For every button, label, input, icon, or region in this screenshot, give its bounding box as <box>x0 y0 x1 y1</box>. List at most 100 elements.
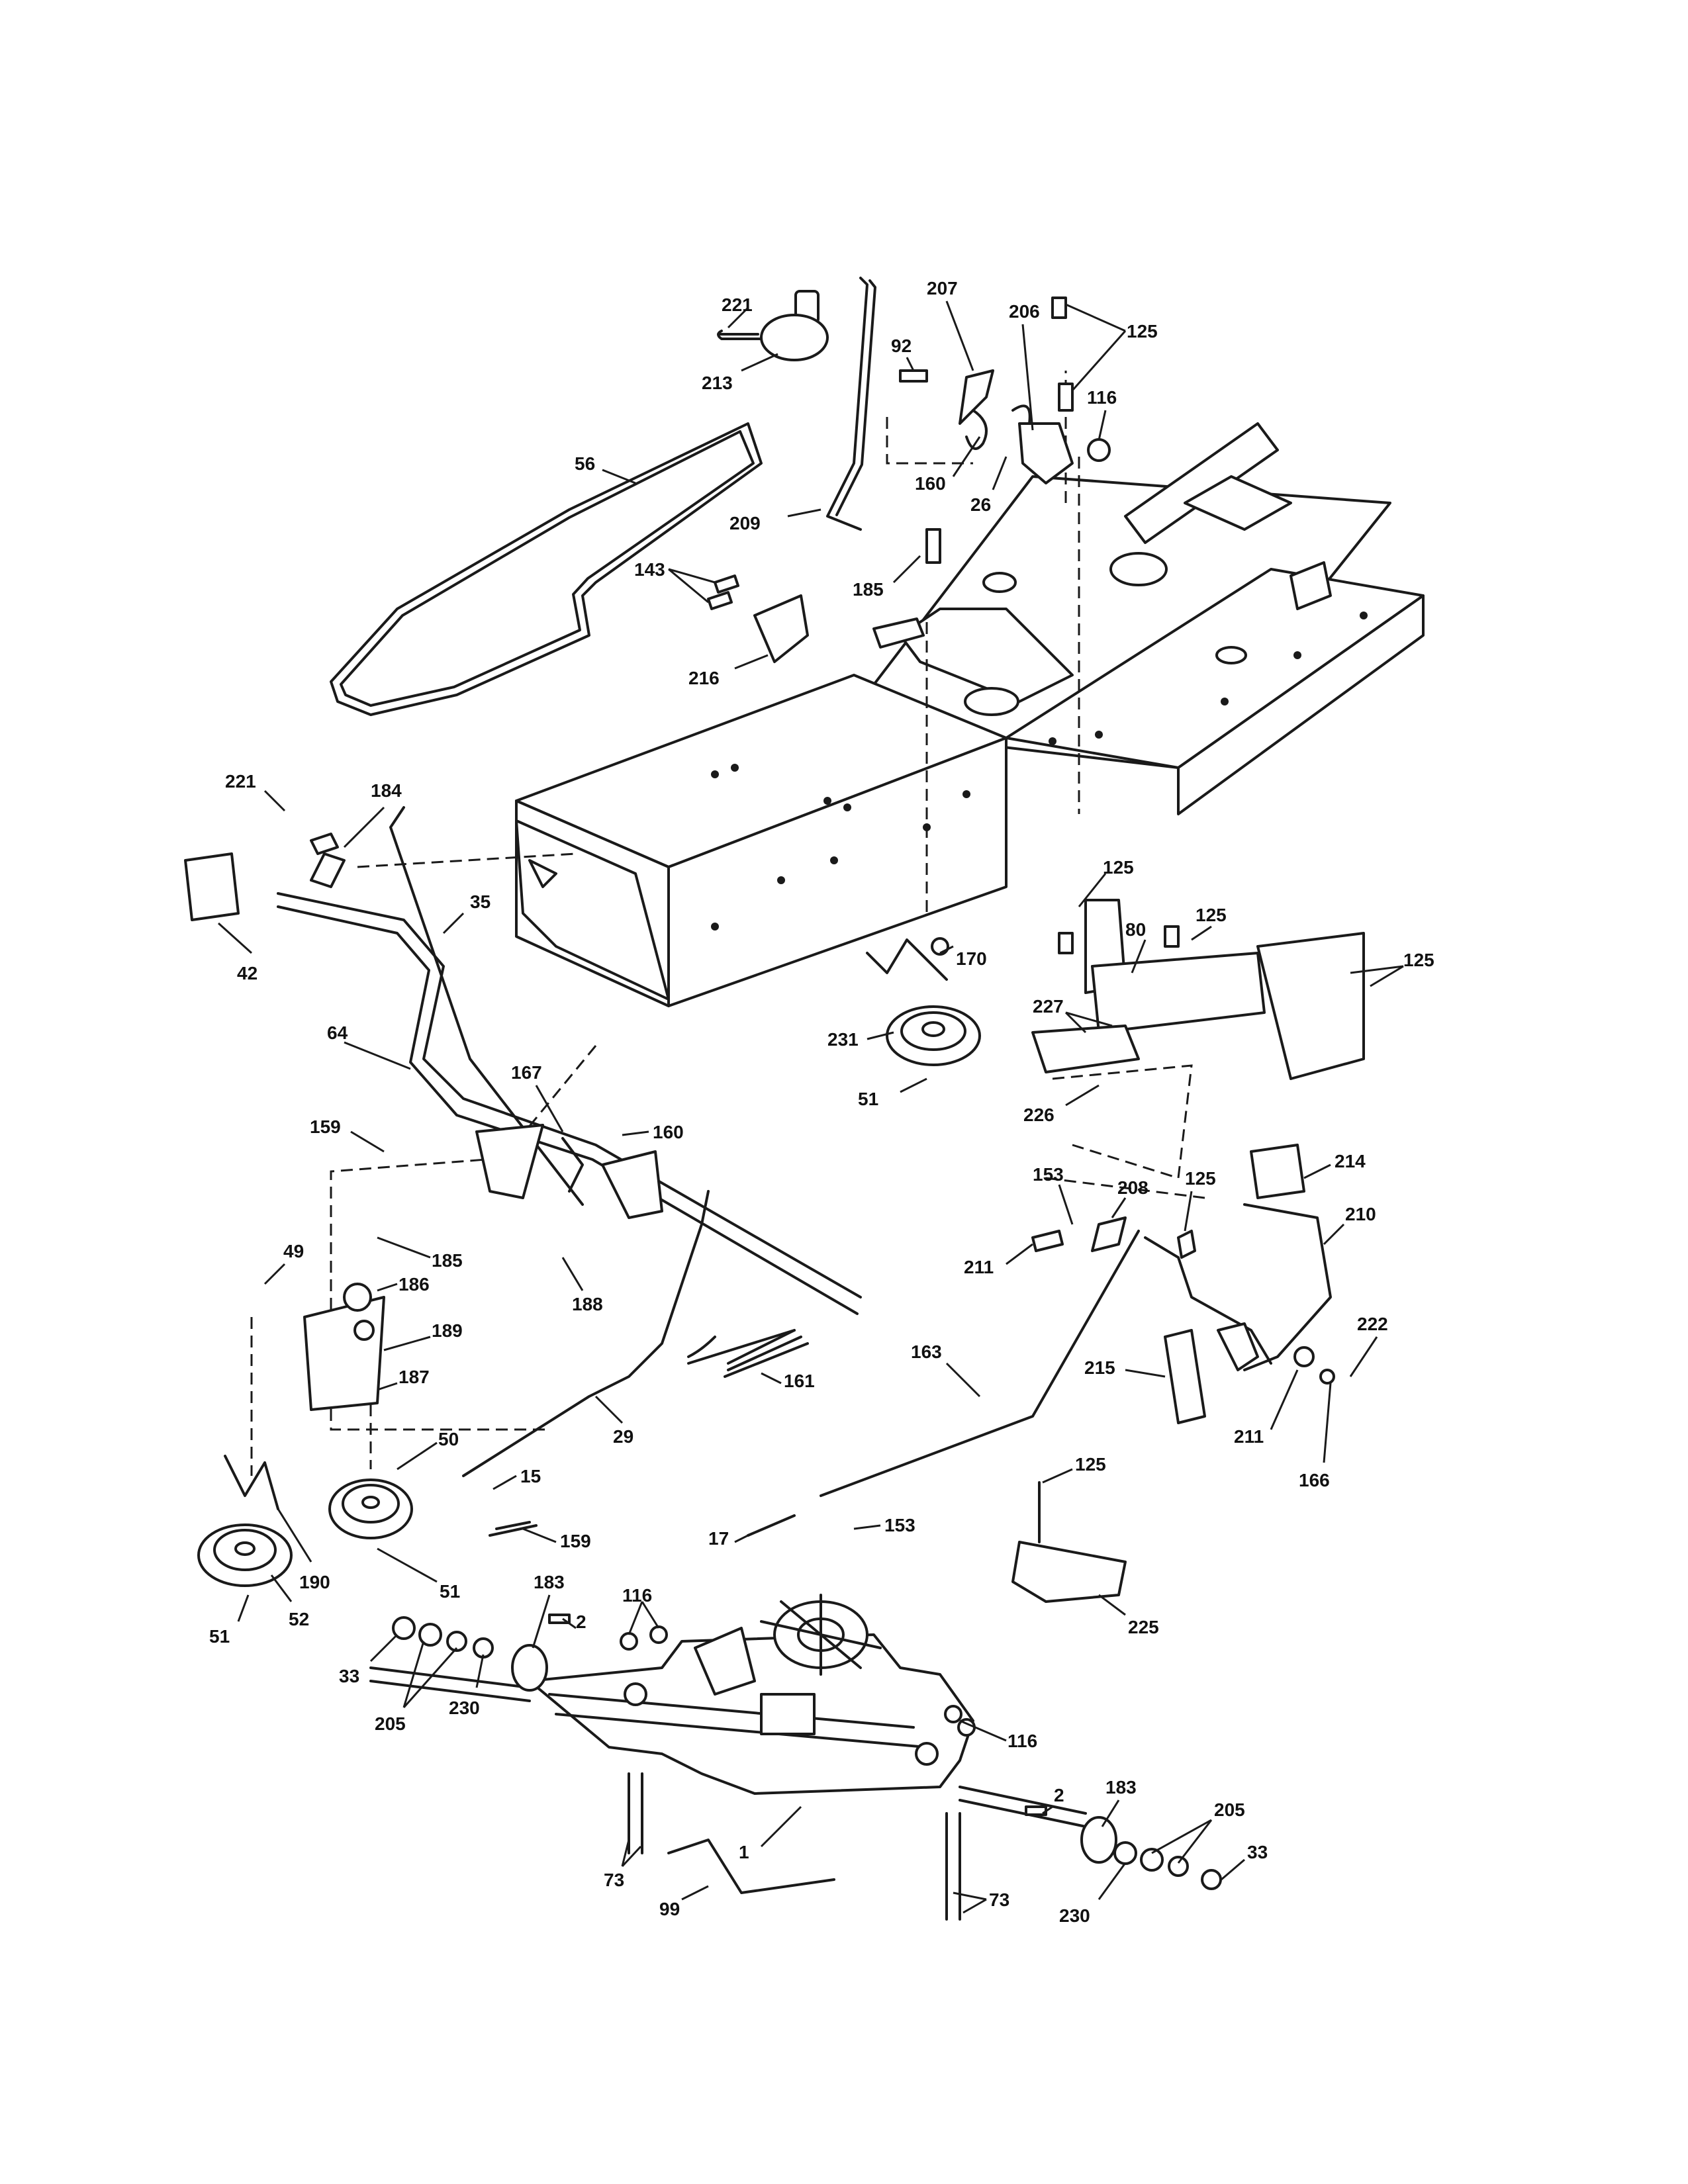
callout-206: 206 <box>1009 301 1040 431</box>
callout-label: 64 <box>327 1023 348 1043</box>
callout-170: 170 <box>939 945 987 969</box>
callout-label: 51 <box>209 1626 230 1647</box>
callout-185-b: 185 <box>377 1236 463 1271</box>
callout-label: 208 <box>1117 1177 1149 1198</box>
callout-227: 227 <box>1033 996 1113 1034</box>
callout-label: 15 <box>520 1466 541 1486</box>
callout-116-b: 116 <box>622 1585 660 1635</box>
callout-label: 170 <box>956 948 987 969</box>
callout-label: 52 <box>289 1609 309 1629</box>
callout-label: 183 <box>1105 1777 1137 1797</box>
callout-label: 187 <box>399 1367 430 1387</box>
callout-label: 17 <box>708 1528 729 1549</box>
callout-187: 187 <box>377 1367 430 1391</box>
callout-label: 183 <box>534 1572 565 1592</box>
callout-153-a: 153 <box>1033 1164 1074 1225</box>
callout-label: 210 <box>1345 1204 1376 1224</box>
callout-label: 225 <box>1128 1617 1159 1637</box>
callout-99: 99 <box>659 1885 709 1919</box>
callout-label: 230 <box>449 1698 480 1718</box>
callout-29: 29 <box>594 1395 633 1447</box>
callout-label: 186 <box>399 1274 430 1295</box>
callout-label: 73 <box>604 1870 624 1890</box>
callout-92: 92 <box>891 336 915 371</box>
callout-label: 227 <box>1033 996 1064 1017</box>
callout-label: 2 <box>1054 1785 1064 1805</box>
callout-125-top: 125 <box>1065 303 1158 391</box>
callout-216: 216 <box>688 654 769 688</box>
callout-label: 49 <box>283 1241 304 1261</box>
pulley-52 <box>197 1455 293 1587</box>
callout-label: 73 <box>989 1889 1009 1910</box>
callout-label: 209 <box>729 513 761 533</box>
callout-label: 161 <box>784 1371 815 1391</box>
callout-125-d: 125 <box>1350 950 1434 987</box>
callout-label: 221 <box>225 771 256 792</box>
callout-label: 160 <box>653 1122 684 1142</box>
callout-160-b: 160 <box>622 1122 684 1142</box>
callout-49: 49 <box>263 1241 304 1285</box>
callout-51-b: 51 <box>377 1547 460 1602</box>
callout-184: 184 <box>343 780 402 848</box>
callout-35: 35 <box>442 891 491 934</box>
brake-pedal-assembly <box>1031 1144 1335 1424</box>
callout-2-b: 2 <box>1042 1785 1064 1815</box>
callout-185-top: 185 <box>853 555 921 600</box>
callout-167: 167 <box>511 1062 564 1132</box>
callout-52: 52 <box>270 1574 309 1629</box>
callout-label: 226 <box>1023 1105 1055 1125</box>
callout-label: 185 <box>853 579 884 600</box>
callout-label: 35 <box>470 891 491 912</box>
tow-rod-99 <box>667 1839 835 1894</box>
shift-bracket-hardware <box>707 296 1111 663</box>
callout-label: 184 <box>371 780 402 801</box>
callout-label: 222 <box>1357 1314 1388 1334</box>
callout-label: 189 <box>432 1320 463 1341</box>
callout-label: 26 <box>970 494 991 515</box>
callout-50: 50 <box>397 1429 459 1471</box>
callout-label: 56 <box>575 453 595 474</box>
callout-label: 230 <box>1059 1905 1090 1926</box>
callout-2-a: 2 <box>562 1612 586 1632</box>
callout-label: 116 <box>1087 387 1117 408</box>
callout-161: 161 <box>761 1371 815 1391</box>
callout-label: 205 <box>375 1713 406 1734</box>
callout-label: 92 <box>891 336 912 356</box>
callout-225: 225 <box>1098 1594 1159 1637</box>
callout-159-b: 159 <box>522 1527 591 1551</box>
right-bracket <box>1031 899 1365 1080</box>
callout-125-f: 125 <box>1042 1454 1106 1484</box>
callout-33-a: 33 <box>339 1633 399 1686</box>
callout-214: 214 <box>1303 1151 1366 1179</box>
callouts: 221 213 207 206 92 125 116 56 160 26 209… <box>209 278 1434 1926</box>
callout-51-c: 51 <box>209 1594 250 1647</box>
callout-125-e: 125 <box>1184 1168 1216 1232</box>
callout-64: 64 <box>327 1023 411 1070</box>
callout-label: 206 <box>1009 301 1040 322</box>
callout-73-a: 73 <box>604 1839 642 1890</box>
callout-label: 211 <box>964 1257 994 1277</box>
callout-188: 188 <box>561 1257 603 1314</box>
callout-label: 216 <box>688 668 720 688</box>
callout-label: 167 <box>511 1062 542 1083</box>
callout-label: 215 <box>1084 1357 1115 1378</box>
callout-15: 15 <box>492 1466 541 1490</box>
pulley-bracket-189 <box>303 1283 385 1411</box>
callout-label: 213 <box>702 373 733 393</box>
chassis-frame <box>515 422 1425 1007</box>
callout-label: 50 <box>438 1429 459 1449</box>
callout-label: 125 <box>1127 321 1158 341</box>
callout-211-a: 211 <box>964 1243 1033 1277</box>
callout-33-b: 33 <box>1221 1842 1268 1881</box>
callout-label: 125 <box>1103 857 1134 878</box>
callout-label: 163 <box>911 1342 942 1362</box>
callout-213: 213 <box>702 353 778 393</box>
callout-80: 80 <box>1125 919 1147 974</box>
callout-186: 186 <box>377 1274 430 1295</box>
callout-label: 2 <box>576 1612 586 1632</box>
callout-label: 29 <box>613 1426 633 1447</box>
callout-label: 159 <box>310 1116 341 1137</box>
pulley-50 <box>328 1479 413 1539</box>
callout-211-b: 211 <box>1234 1369 1299 1447</box>
callout-215: 215 <box>1084 1357 1166 1378</box>
